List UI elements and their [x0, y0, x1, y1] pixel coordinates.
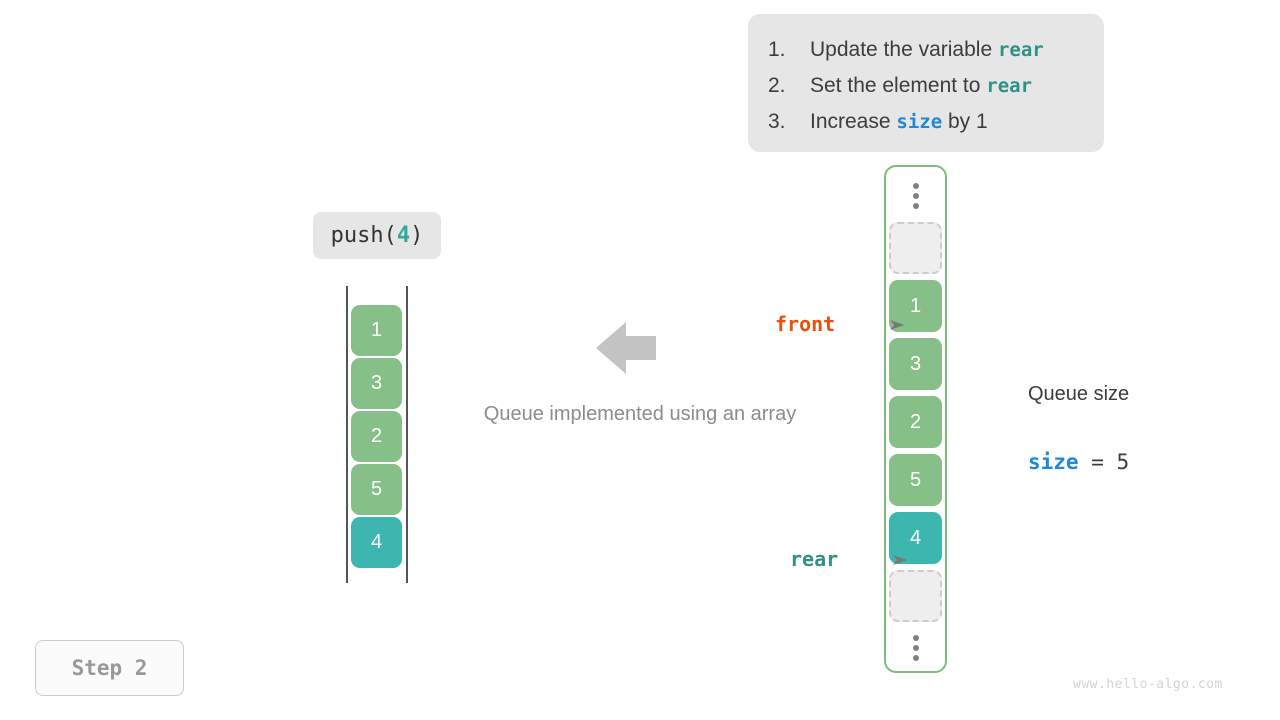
front-pointer: front: [775, 288, 906, 360]
left-arrow-icon: [596, 320, 656, 376]
queue-container: 1 3 2 5 4: [884, 165, 947, 673]
size-value: 5: [1116, 450, 1130, 474]
dot: [912, 635, 919, 641]
array-cell: 3: [351, 358, 402, 409]
queue-cell: 4: [889, 512, 942, 564]
instruction-text: Update the variable: [810, 38, 998, 61]
ellipsis-top-icon: [912, 183, 919, 209]
dot: [912, 645, 919, 651]
operation-close-paren: ): [410, 223, 424, 248]
size-equals: =: [1078, 450, 1117, 474]
queue-cell-empty: [889, 570, 942, 622]
instruction-number: 2.: [768, 74, 786, 97]
instruction-panel: 1. Update the variable rear 2. Set the e…: [748, 14, 1104, 152]
instruction-row: 1. Update the variable rear: [768, 32, 1084, 68]
queue-size-readout: Queue size size = 5: [1028, 343, 1129, 497]
left-array-cells: 1 3 2 5 4: [351, 305, 402, 568]
dot: [912, 655, 919, 661]
instruction-text: Increase: [810, 110, 897, 133]
array-rail-left: [346, 286, 348, 583]
ellipsis-bottom-icon: [912, 635, 919, 661]
dot: [912, 203, 919, 209]
array-cell: 1: [351, 305, 402, 356]
array-cell: 5: [351, 464, 402, 515]
queue-cell: 3: [889, 338, 942, 390]
instruction-text-post: by 1: [942, 110, 988, 133]
size-variable: size: [1028, 450, 1079, 474]
rear-pointer: rear: [790, 523, 909, 595]
instruction-code: size: [896, 111, 943, 133]
rear-pointer-label: rear: [790, 547, 839, 571]
instruction-number: 3.: [768, 110, 786, 133]
array-cell: 4: [351, 517, 402, 568]
operation-name: push(: [330, 223, 397, 248]
instruction-row: 2. Set the element to rear: [768, 68, 1084, 104]
queue-cell-empty: [889, 222, 942, 274]
instruction-text: Set the element to: [810, 74, 987, 97]
pointer-arrow-icon: [845, 523, 909, 595]
instruction-code: rear: [986, 75, 1033, 97]
queue-size-expression: size = 5: [1028, 445, 1129, 479]
dot: [912, 193, 919, 199]
array-rail-right: [406, 286, 408, 583]
operation-label: push(4): [313, 212, 441, 259]
pointer-arrow-icon: [842, 288, 906, 360]
dot: [912, 183, 919, 189]
operation-argument: 4: [396, 223, 411, 248]
front-pointer-label: front: [775, 312, 836, 336]
queue-cell: 5: [889, 454, 942, 506]
instruction-row: 3. Increase size by 1: [768, 104, 1084, 140]
queue-cell: 2: [889, 396, 942, 448]
queue-size-title: Queue size: [1028, 383, 1130, 405]
instruction-number: 1.: [768, 38, 786, 61]
array-cell: 2: [351, 411, 402, 462]
diagram-caption: Queue implemented using an array: [483, 403, 797, 425]
watermark: www.hello-algo.com: [1073, 677, 1223, 692]
left-array-diagram: 1 3 2 5 4: [346, 286, 408, 583]
step-badge: Step 2: [35, 640, 184, 696]
instruction-code: rear: [997, 39, 1044, 61]
